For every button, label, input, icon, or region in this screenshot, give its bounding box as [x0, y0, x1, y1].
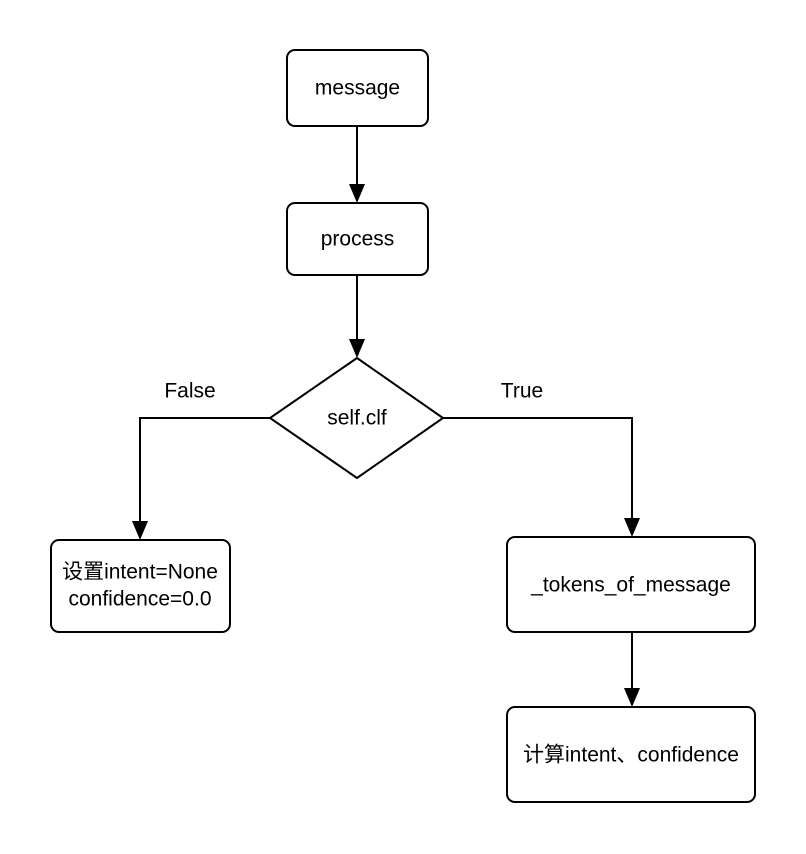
node-label-self-clf: self.clf: [327, 407, 387, 430]
node-tokens-of-message[interactable]: _tokens_of_message: [506, 536, 756, 633]
node-label-message: message: [315, 77, 400, 100]
node-process[interactable]: process: [286, 202, 429, 276]
edge-message-to-process: [349, 126, 365, 203]
node-shape-process[interactable]: [286, 202, 429, 276]
node-label-set-intent-none-line1: 设置intent=None: [62, 561, 218, 584]
edge-line-true-branch: [443, 417, 633, 528]
node-label-process: process: [321, 228, 395, 251]
node-shape-set-intent-none[interactable]: [50, 539, 231, 633]
arrow-head-selfclf: [349, 339, 365, 358]
node-compute-intent-confidence[interactable]: 计算intent、confidence: [506, 706, 756, 803]
edge-label-true: True: [501, 380, 543, 403]
node-shape-tokens-of-message[interactable]: [506, 536, 756, 633]
node-shape-compute-intent-confidence[interactable]: [506, 706, 756, 803]
edge-process-to-selfclf: [349, 275, 365, 358]
arrow-head-setnone: [132, 521, 148, 540]
node-set-intent-none[interactable]: 设置intent=None confidence=0.0: [50, 539, 231, 633]
node-label-set-intent-none-line2: confidence=0.0: [68, 588, 211, 611]
edge-selfclf-to-tokens: True: [443, 380, 640, 537]
node-message[interactable]: message: [286, 49, 429, 127]
arrow-head-compute: [624, 688, 640, 707]
edge-selfclf-to-setnone: False: [132, 380, 270, 540]
node-label-tokens-of-message: _tokens_of_message: [530, 574, 731, 597]
node-shape-message[interactable]: [286, 49, 429, 127]
node-self-clf[interactable]: self.clf: [268, 356, 445, 480]
edge-label-false: False: [164, 380, 215, 403]
edge-line-false-branch: [139, 417, 270, 531]
arrow-head-tokens: [624, 518, 640, 537]
edge-tokens-to-compute: [624, 632, 640, 707]
node-label-compute-intent-confidence: 计算intent、confidence: [523, 744, 739, 767]
arrow-head-process: [349, 184, 365, 203]
node-shape-self-clf[interactable]: [268, 356, 445, 480]
